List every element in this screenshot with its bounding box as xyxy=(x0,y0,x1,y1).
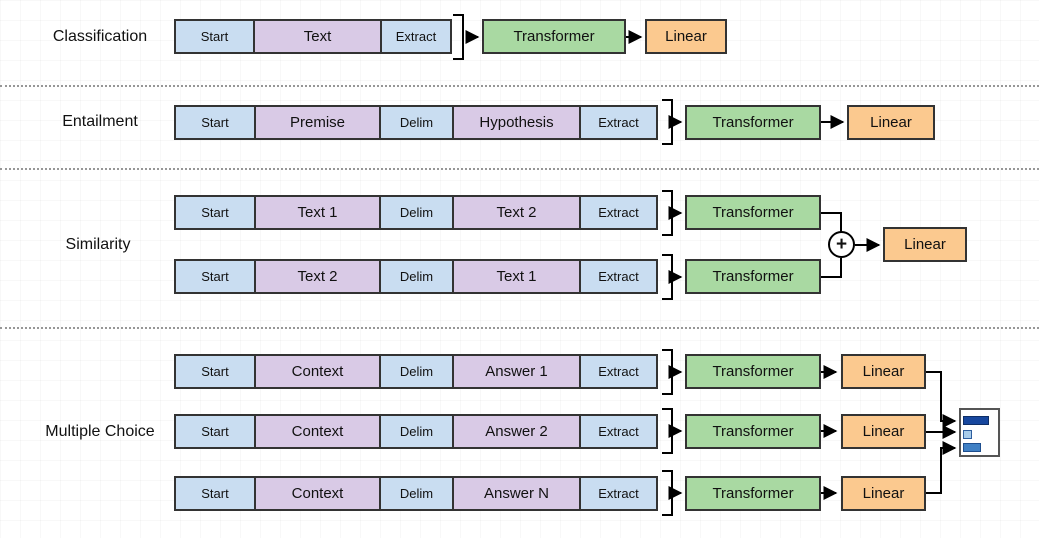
answer-token: Answer 2 xyxy=(452,416,579,447)
extract-token: Extract xyxy=(579,356,656,387)
concat-bracket xyxy=(662,349,673,395)
delim-token: Delim xyxy=(379,261,452,292)
linear-box: Linear xyxy=(883,227,967,262)
transformer-box: Transformer xyxy=(685,414,821,449)
concat-bracket xyxy=(453,14,464,60)
input-sequence: Start Context Delim Answer N Extract xyxy=(174,476,658,511)
premise-token: Premise xyxy=(254,107,379,138)
delim-token: Delim xyxy=(379,478,452,509)
transformer-box: Transformer xyxy=(685,354,821,389)
input-sequence: Start Context Delim Answer 1 Extract xyxy=(174,354,658,389)
extract-token: Extract xyxy=(579,416,656,447)
text1-token: Text 1 xyxy=(452,261,579,292)
delim-token: Delim xyxy=(379,197,452,228)
section-label-entailment: Entailment xyxy=(62,113,138,130)
section-label-similarity: Similarity xyxy=(65,236,131,253)
start-token: Start xyxy=(176,261,254,292)
transformer-box: Transformer xyxy=(685,259,821,294)
text1-token: Text 1 xyxy=(254,197,379,228)
answer-token: Answer 1 xyxy=(452,356,579,387)
delim-token: Delim xyxy=(379,107,452,138)
linear-box: Linear xyxy=(847,105,935,140)
start-token: Start xyxy=(176,416,254,447)
input-sequence: Start Context Delim Answer 2 Extract xyxy=(174,414,658,449)
start-token: Start xyxy=(176,356,254,387)
concat-bracket xyxy=(662,190,673,236)
linear-box: Linear xyxy=(841,476,926,511)
context-token: Context xyxy=(254,416,379,447)
linear-box: Linear xyxy=(645,19,727,54)
transformer-box: Transformer xyxy=(685,105,821,140)
extract-token: Extract xyxy=(579,261,656,292)
input-sequence: Start Text 2 Delim Text 1 Extract xyxy=(174,259,658,294)
context-token: Context xyxy=(254,478,379,509)
delim-token: Delim xyxy=(379,356,452,387)
extract-token: Extract xyxy=(579,197,656,228)
text-token: Text xyxy=(253,21,380,52)
section-divider xyxy=(0,85,1039,87)
extract-token: Extract xyxy=(579,107,656,138)
start-token: Start xyxy=(176,107,254,138)
score-bar xyxy=(963,430,972,439)
transformer-box: Transformer xyxy=(685,195,821,230)
score-bar xyxy=(963,416,989,425)
concat-bracket xyxy=(662,408,673,454)
input-sequence: Start Text Extract xyxy=(174,19,452,54)
start-token: Start xyxy=(176,478,254,509)
score-bar xyxy=(963,443,981,452)
linear-box: Linear xyxy=(841,414,926,449)
input-sequence: Start Text 1 Delim Text 2 Extract xyxy=(174,195,658,230)
extract-token: Extract xyxy=(579,478,656,509)
linear-box: Linear xyxy=(841,354,926,389)
section-label-classification: Classification xyxy=(52,28,148,45)
section-label-multiple-choice: Multiple Choice xyxy=(45,423,155,440)
answer-token: Answer N xyxy=(452,478,579,509)
delim-token: Delim xyxy=(379,416,452,447)
transformer-box: Transformer xyxy=(482,19,626,54)
concat-bracket xyxy=(662,99,673,145)
section-divider xyxy=(0,327,1039,329)
context-token: Context xyxy=(254,356,379,387)
start-token: Start xyxy=(176,197,254,228)
concat-bracket xyxy=(662,470,673,516)
start-token: Start xyxy=(176,21,253,52)
text2-token: Text 2 xyxy=(254,261,379,292)
extract-token: Extract xyxy=(380,21,450,52)
hypothesis-token: Hypothesis xyxy=(452,107,579,138)
concat-bracket xyxy=(662,254,673,300)
plus-icon: + xyxy=(828,231,855,258)
text2-token: Text 2 xyxy=(452,197,579,228)
input-sequence: Start Premise Delim Hypothesis Extract xyxy=(174,105,658,140)
section-divider xyxy=(0,168,1039,170)
transformer-box: Transformer xyxy=(685,476,821,511)
